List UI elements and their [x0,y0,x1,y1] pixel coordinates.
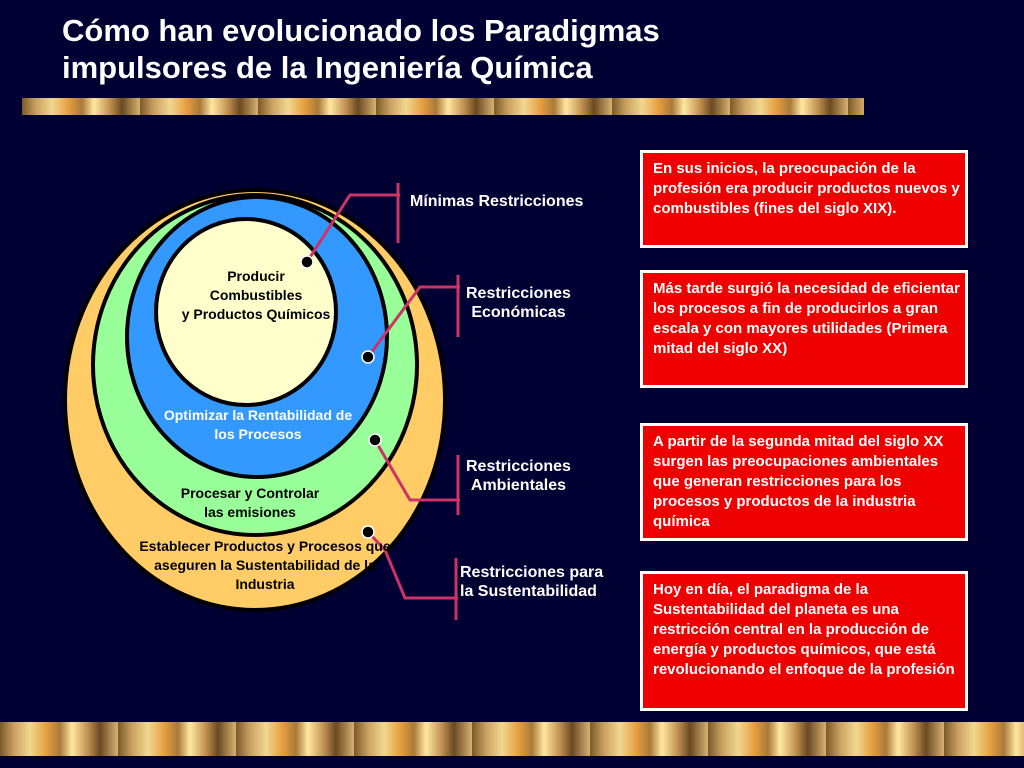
inner-label-line-3: y Productos Químicos [181,306,331,322]
explanation-box-2: Más tarde surgió la necesidad de eficien… [640,270,968,388]
green-label-line-2: las emisiones [204,504,296,520]
marker-dot-environment [368,433,382,447]
bottom-decorative-bar [0,722,1024,756]
connector-economic [366,285,460,358]
restriction-minimal-line-1: Mínimas Restricciones [410,193,584,210]
restriction-label-sustainability: Restricciones para la Sustentabilidad [460,563,603,601]
connector-minimal [305,193,400,263]
restriction-environment-line-2: Ambientales [470,477,567,494]
explanation-box-3: A partir de la segunda mitad del siglo X… [640,423,968,541]
orange-label-line-3: Industria [235,576,295,592]
explanation-box-4: Hoy en día, el paradigma de la Sustentab… [640,571,968,711]
restriction-sustainability-line-2: la Sustentabilidad [460,583,597,600]
restriction-label-economic: Restricciones Económicas [466,284,571,322]
marker-dot-minimal [300,255,314,269]
restriction-economic-line-1: Restricciones [466,285,571,302]
orange-label-line-2: aseguren la Sustentabilidad de la [154,557,376,573]
orange-ellipse-label: Establecer Productos y Procesos que aseg… [115,537,415,594]
explanation-box-1: En sus inicios, la preocupación de la pr… [640,150,968,248]
inner-label-line-2: Combustibles [209,287,303,303]
top-decorative-bar [22,98,864,115]
inner-circle-label: Producir Combustibles y Productos Químic… [170,267,342,324]
orange-label-line-1: Establecer Productos y Procesos que [139,538,391,554]
minimal-ellipse [154,217,338,407]
restriction-label-environment: Restricciones Ambientales [466,457,571,495]
connector-environment [373,439,460,502]
marker-dot-sustainability [361,525,375,539]
restriction-environment-line-1: Restricciones [466,458,571,475]
green-label-line-1: Procesar y Controlar [180,485,320,501]
blue-ellipse-label: Optimizar la Rentabilidad de los Proceso… [148,406,368,444]
connector-sustainability [366,530,458,600]
blue-label-line-2: los Procesos [214,426,302,442]
page-title: Cómo han evolucionado los Paradigmas imp… [62,12,962,86]
marker-dot-economic [361,350,375,364]
green-ellipse-label: Procesar y Controlar las emisiones [160,484,340,522]
inner-label-line-1: Producir [227,268,285,284]
title-line-1: Cómo han evolucionado los Paradigmas [62,13,660,48]
restriction-label-minimal: Mínimas Restricciones [410,192,583,211]
restriction-economic-line-2: Económicas [471,304,566,321]
blue-label-line-1: Optimizar la Rentabilidad de [163,407,353,423]
title-line-2: impulsores de la Ingeniería Química [62,50,593,85]
restriction-sustainability-line-1: Restricciones para [460,564,604,581]
